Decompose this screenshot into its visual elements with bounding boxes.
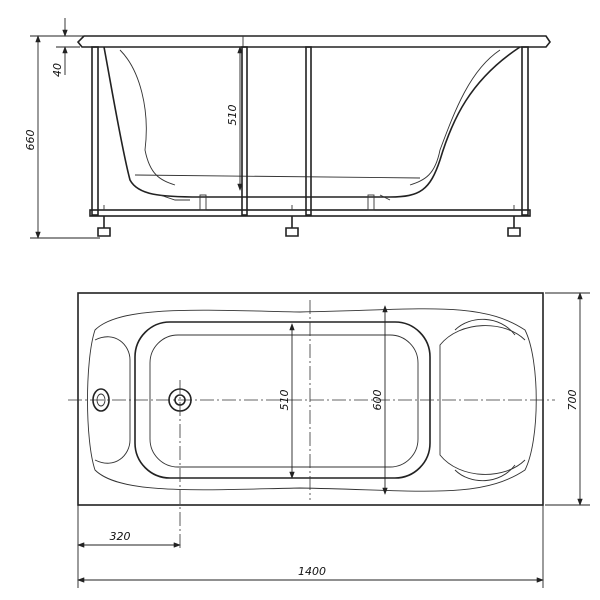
dimension-700: 700 (545, 292, 590, 506)
side-view: 660 40 510 (24, 18, 551, 239)
dim-label-510-side: 510 (226, 105, 239, 126)
dim-label-700: 700 (566, 390, 579, 411)
adjustable-feet (97, 205, 521, 237)
dimension-510-top: 510 (278, 323, 295, 479)
top-view: 510 600 700 320 1400 (68, 292, 590, 588)
tub-body-outline (103, 46, 521, 198)
dimension-40: 40 (51, 18, 80, 77)
dim-label-600: 600 (371, 390, 384, 411)
dim-label-320: 320 (110, 530, 131, 543)
dimension-510-side: 510 (226, 46, 243, 191)
dim-label-510-top: 510 (278, 390, 291, 411)
overflow (92, 388, 110, 412)
dimension-660: 660 (24, 35, 100, 239)
tub-outline (77, 292, 544, 506)
dim-label-40: 40 (51, 63, 64, 77)
dimension-1400: 1400 (77, 505, 544, 588)
dimension-320: 320 (77, 505, 181, 588)
dim-label-1400: 1400 (298, 565, 326, 578)
rim (76, 35, 551, 48)
dimension-600: 600 (371, 305, 388, 495)
drain (168, 380, 192, 550)
frame (89, 46, 531, 217)
dim-label-660: 660 (24, 130, 37, 151)
